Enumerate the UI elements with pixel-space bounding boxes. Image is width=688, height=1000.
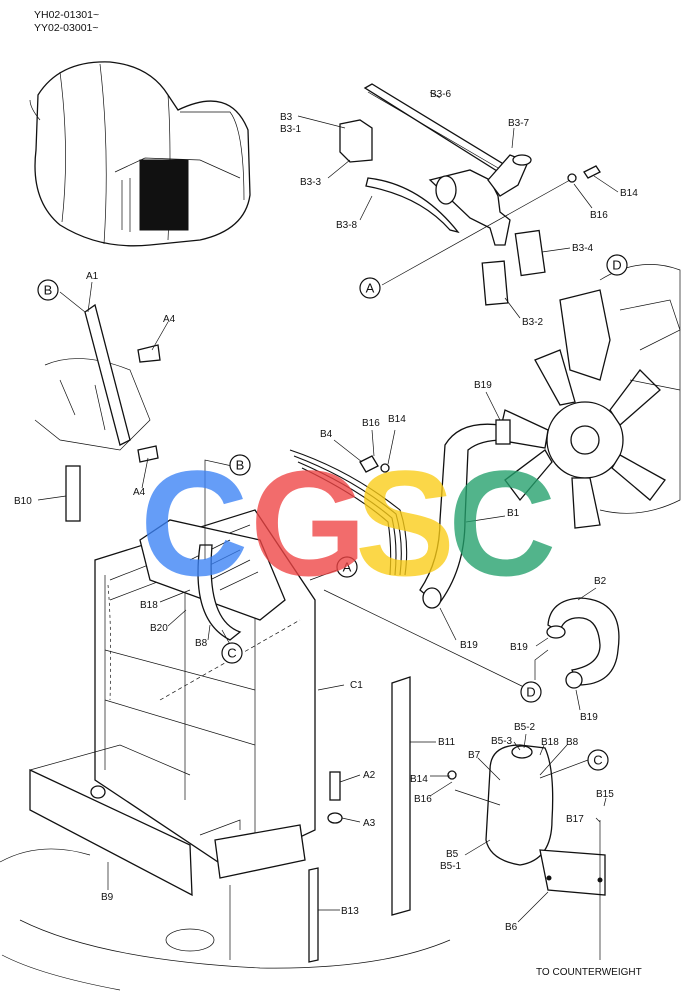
label-b3-8: B3-8 bbox=[336, 220, 358, 231]
callout-b-mid: B bbox=[229, 454, 251, 476]
label-b16-top: B16 bbox=[590, 210, 608, 221]
svg-text:A: A bbox=[343, 560, 352, 575]
label-b16-right: B16 bbox=[414, 794, 432, 805]
svg-text:C: C bbox=[227, 646, 236, 661]
reserve-tank-b5 bbox=[447, 744, 606, 960]
svg-text:B: B bbox=[44, 283, 53, 298]
callout-c-left: C bbox=[221, 642, 243, 664]
label-b13: B13 bbox=[341, 906, 359, 917]
label-b17: B17 bbox=[566, 814, 584, 825]
svg-text:C: C bbox=[593, 753, 602, 768]
left-frame-structure bbox=[34, 303, 161, 522]
machine-overview-illustration bbox=[29, 61, 251, 247]
callout-d-bottom: D bbox=[520, 681, 542, 703]
label-a4-top: A4 bbox=[163, 314, 176, 325]
label-b3-1: B3-1 bbox=[280, 124, 302, 135]
label-b11: B11 bbox=[438, 737, 455, 748]
label-b3-2: B3-2 bbox=[522, 317, 544, 328]
watermark-letter-3: S bbox=[355, 439, 455, 607]
label-b20: B20 bbox=[150, 623, 168, 634]
label-a3: A3 bbox=[363, 818, 376, 829]
svg-text:A: A bbox=[366, 281, 375, 296]
radiator-location-highlight bbox=[139, 159, 189, 231]
watermark-letter-2: G bbox=[250, 439, 367, 607]
label-b3: B3 bbox=[280, 112, 293, 123]
label-c1: C1 bbox=[350, 680, 363, 691]
leader-lines bbox=[37, 91, 619, 923]
duct-assembly-b3 bbox=[339, 83, 601, 306]
label-b8-right: B8 bbox=[566, 737, 579, 748]
cgsc-watermark: C G S C bbox=[140, 439, 556, 607]
label-b3-7: B3-7 bbox=[508, 118, 530, 129]
label-b19-right: B19 bbox=[510, 642, 528, 653]
label-b5: B5 bbox=[446, 849, 459, 860]
label-b6: B6 bbox=[505, 922, 518, 933]
support-bars bbox=[308, 676, 411, 963]
serial-number-1: YH02-01301~ bbox=[34, 9, 99, 21]
callout-b-left: B bbox=[37, 279, 59, 301]
label-b1: B1 bbox=[507, 508, 520, 519]
label-b18-left: B18 bbox=[140, 600, 158, 611]
label-b10: B10 bbox=[14, 496, 32, 507]
label-to-counterweight: TO COUNTERWEIGHT bbox=[536, 967, 642, 978]
harness-b4 bbox=[289, 449, 408, 576]
label-b19-bottom: B19 bbox=[580, 712, 598, 723]
label-b3-4: B3-4 bbox=[572, 243, 594, 254]
svg-text:B: B bbox=[236, 458, 245, 473]
radiator-assembly bbox=[29, 509, 316, 897]
label-b14-top: B14 bbox=[620, 188, 638, 199]
label-b18-right: B18 bbox=[541, 737, 559, 748]
serial-number-2: YY02-03001~ bbox=[34, 22, 99, 34]
label-b14-right: B14 bbox=[410, 774, 428, 785]
svg-text:D: D bbox=[526, 685, 535, 700]
label-b19-top: B19 bbox=[474, 380, 492, 391]
label-b9: B9 bbox=[101, 892, 114, 903]
callout-a-mid: A bbox=[336, 556, 358, 578]
callout-c-right: C bbox=[587, 749, 609, 771]
label-b19-mid: B19 bbox=[460, 640, 478, 651]
callout-a-top: A bbox=[359, 277, 381, 299]
label-a1: A1 bbox=[86, 271, 99, 282]
label-b3-6: B3-6 bbox=[430, 89, 452, 100]
label-a2: A2 bbox=[363, 770, 376, 781]
part-labels: B3 B3-1 B3-3 B3-6 B3-7 B3-8 B3-4 B3-2 B1… bbox=[14, 89, 642, 978]
label-b5-2: B5-2 bbox=[514, 722, 536, 733]
label-b8-left: B8 bbox=[195, 638, 208, 649]
label-b16-mid: B16 bbox=[362, 418, 380, 429]
label-b14-mid: B14 bbox=[388, 414, 406, 425]
label-b3-3: B3-3 bbox=[300, 177, 322, 188]
hoses bbox=[419, 419, 620, 689]
label-b4: B4 bbox=[320, 429, 333, 440]
label-b2: B2 bbox=[594, 576, 607, 587]
callout-d-top: D bbox=[606, 254, 628, 276]
label-a4-bottom: A4 bbox=[133, 487, 146, 498]
floor-outline bbox=[0, 848, 451, 991]
label-b5-3: B5-3 bbox=[491, 736, 513, 747]
label-b7: B7 bbox=[468, 750, 481, 761]
watermark-letter-1: C bbox=[140, 439, 248, 607]
svg-text:D: D bbox=[612, 258, 621, 273]
watermark-letter-4: C bbox=[448, 439, 556, 607]
label-b5-1: B5-1 bbox=[440, 861, 462, 872]
label-b15: B15 bbox=[596, 789, 614, 800]
